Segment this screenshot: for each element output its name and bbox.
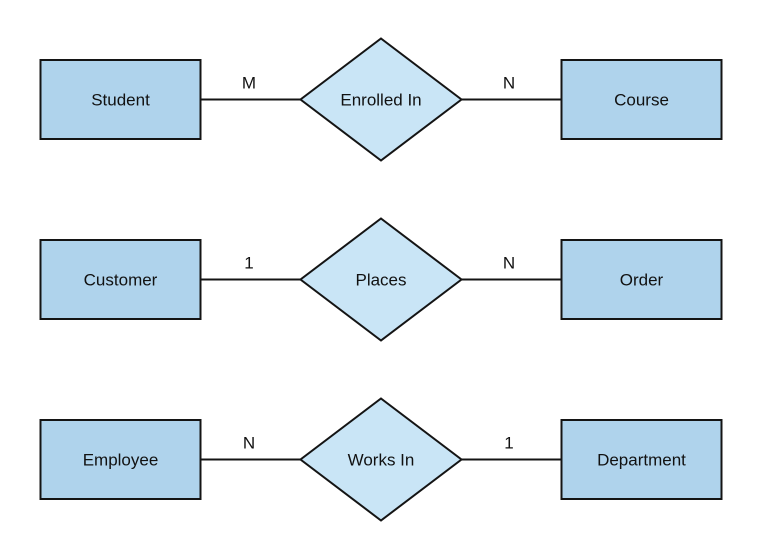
entity-box-customer[interactable] xyxy=(39,239,202,320)
relationship-label: Places xyxy=(355,271,406,290)
cardinality-label-left: M xyxy=(242,74,256,93)
entity-box-course[interactable] xyxy=(560,59,723,140)
relationship-diamond-enrolled-in[interactable] xyxy=(298,37,464,162)
entity-box-employee[interactable] xyxy=(39,419,202,500)
entity-label: Customer xyxy=(84,271,158,290)
entity-label: Course xyxy=(614,91,669,110)
cardinality-label-left: N xyxy=(243,434,255,453)
relationship-diamond-places[interactable] xyxy=(298,217,464,342)
entity-box-student[interactable] xyxy=(39,59,202,140)
entity-box-order[interactable] xyxy=(560,239,723,320)
cardinality-label-left: 1 xyxy=(244,254,253,273)
cardinality-label-right: N xyxy=(503,74,515,93)
relationship-label: Works In xyxy=(348,451,415,470)
er-row: Student M Enrolled In N Course xyxy=(39,37,723,162)
entity-label: Department xyxy=(597,451,686,470)
cardinality-label-right: N xyxy=(503,254,515,273)
entity-label: Student xyxy=(91,91,150,110)
relationship-label: Enrolled In xyxy=(340,91,421,110)
cardinality-label-right: 1 xyxy=(504,434,513,453)
entity-label: Order xyxy=(620,271,664,290)
entity-label: Employee xyxy=(83,451,159,470)
relationship-diamond-works-in[interactable] xyxy=(298,397,464,522)
entity-box-department[interactable] xyxy=(560,419,723,500)
